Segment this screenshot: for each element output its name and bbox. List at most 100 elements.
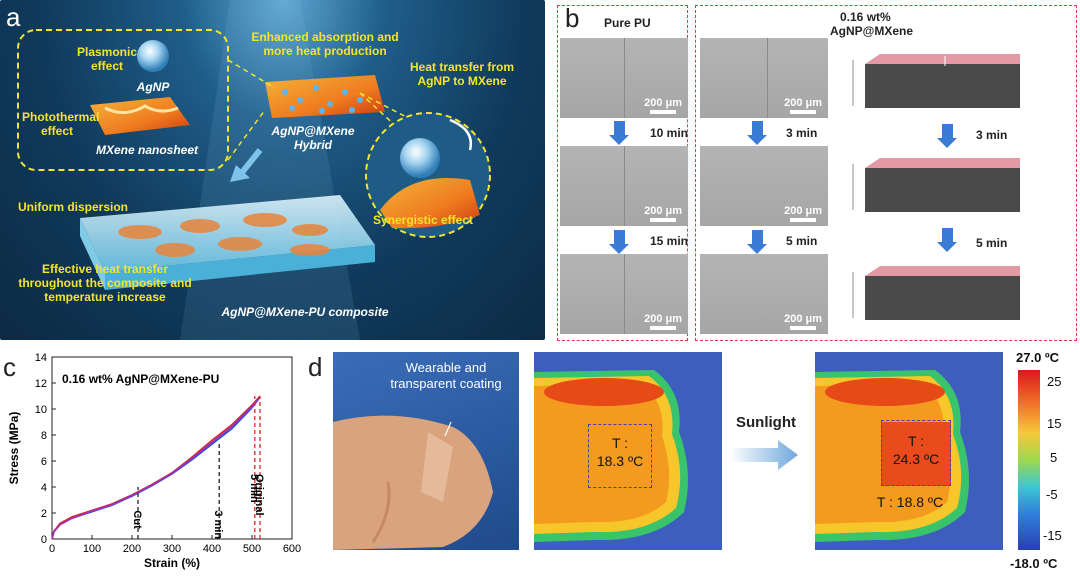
agnp-mxene-dashed-box — [17, 29, 229, 171]
y-tick-label: 12 — [35, 378, 47, 390]
colorbar-tick: 5 — [1050, 450, 1058, 465]
marker-label-1: 3 min — [212, 510, 224, 539]
scale-bar: 200 μm — [784, 205, 822, 222]
pure-pu-arrow-icon — [609, 121, 629, 145]
panel-a-schematic: a Plasmonic effect AgNP Photothermal eff… — [0, 0, 545, 340]
agnp-sphere-icon — [137, 40, 169, 72]
pure-pu-micrograph-0min: 200 μm — [560, 38, 688, 118]
pure-pu-micrograph-15min: 200 μm — [560, 254, 688, 334]
panel-a-letter: a — [6, 2, 21, 32]
synergistic-effect-label: Synergistic effect — [372, 213, 474, 227]
temp-before-value: 18.3 ºC — [596, 453, 644, 469]
panel-c-letter: c — [3, 352, 16, 382]
pure-pu-time-1: 10 min — [650, 126, 689, 140]
mx-time-2: 5 min — [786, 234, 818, 248]
y-tick-label: 2 — [41, 508, 47, 520]
x-tick-label: 400 — [203, 543, 221, 555]
heat-transfer-label: Heat transfer from AgNP to MXene — [409, 60, 515, 88]
marker-label-2: 5 min — [248, 474, 260, 503]
colorbar — [1018, 370, 1040, 550]
sunlight-arrow-icon — [730, 440, 798, 470]
y-tick-label: 4 — [41, 482, 47, 494]
height-profile-5min — [852, 266, 1020, 320]
series-line-0 — [51, 396, 261, 540]
hybrid-sheet-icon — [265, 75, 385, 118]
temp-outside-label: T : 18.8 ºC — [876, 494, 944, 510]
hybrid-particles — [282, 85, 363, 114]
scale-bar: 200 μm — [644, 97, 682, 114]
scale-bar: 200 μm — [644, 205, 682, 222]
plasmonic-effect-label: Plasmonic effect — [76, 45, 138, 73]
mx-arrow-icon — [747, 121, 767, 145]
x-tick-label: 500 — [243, 543, 261, 555]
temp-before-label: T : 18.3 ºC — [588, 434, 652, 470]
temp-before-prefix: T : — [611, 435, 629, 451]
colorbar-tick: 15 — [1047, 416, 1062, 431]
colorbar-tick: -15 — [1043, 528, 1062, 543]
y-tick-label: 8 — [41, 430, 47, 442]
pure-pu-arrow-icon — [609, 230, 629, 254]
height-arrow-icon — [937, 228, 957, 252]
temp-after-value: 24.3 ºC — [892, 451, 940, 467]
mx-title-line2: AgNP@MXene — [830, 24, 914, 38]
colorbar-min: -18.0 ºC — [1010, 556, 1058, 571]
photothermal-effect-label: Photothermal effect — [22, 110, 100, 138]
scale-bar: 200 μm — [784, 313, 822, 330]
measurement-box-before — [588, 424, 652, 488]
pure-pu-title: Pure PU — [604, 16, 651, 30]
height-profile-3min — [852, 158, 1020, 212]
chart-title: 0.16 wt% AgNP@MXene-PU — [62, 372, 219, 386]
mx-time-1: 3 min — [786, 126, 818, 140]
thermal-image-before: T : 18.3 ºC — [534, 352, 722, 550]
scale-bar: 200 μm — [784, 97, 822, 114]
marker-label-0: Cut — [131, 510, 143, 529]
x-tick-label: 300 — [163, 543, 181, 555]
y-tick-label: 0 — [41, 534, 47, 546]
thermal-image-after: T : 24.3 ºC T : 18.8 ºC — [815, 352, 1003, 550]
dispersion-arrow-icon — [237, 148, 263, 177]
box-time-2: 5 min — [976, 236, 1008, 250]
x-axis-label: Strain (%) — [144, 556, 200, 570]
heat-transfer-arrow-icon — [449, 118, 473, 151]
composite-dispersed-particles — [118, 213, 330, 257]
height-arrow-icon — [937, 124, 957, 148]
series-line-2 — [51, 396, 261, 540]
mxene-nanosheet-label: MXene nanosheet — [95, 143, 199, 157]
hybrid-label: AgNP@MXene Hybrid — [271, 124, 355, 152]
pure-pu-time-2: 15 min — [650, 234, 689, 248]
colorbar-max: 27.0 ºC — [1016, 350, 1060, 365]
colorbar-tick: 25 — [1047, 374, 1062, 389]
mx-micrograph-3min: 200 μm — [700, 146, 828, 226]
transparent-coating-patch — [421, 432, 453, 502]
mxene-nanosheet-icon — [90, 97, 190, 135]
mx-arrow-icon — [747, 230, 767, 254]
measurement-box-after — [881, 420, 951, 486]
composite-slab-icon — [80, 195, 375, 272]
hand-photo: Wearable and transparent coating — [333, 352, 519, 550]
agnp-zoom-sphere-icon — [400, 138, 440, 178]
y-tick-label: 14 — [35, 352, 47, 364]
x-tick-label: 0 — [49, 543, 55, 555]
mx-title-line1: 0.16 wt% — [840, 10, 891, 24]
x-tick-label: 200 — [123, 543, 141, 555]
agnp-mxene-dashed-frame — [695, 5, 1077, 341]
height-profile-0min — [852, 54, 1020, 108]
y-axis-label: Stress (MPa) — [7, 412, 21, 485]
uniform-dispersion-label: Uniform dispersion — [18, 200, 129, 214]
x-tick-label: 600 — [283, 543, 301, 555]
panel-a-illustration — [17, 0, 491, 340]
mx-micrograph-0min: 200 μm — [700, 38, 828, 118]
series-line-1 — [51, 395, 261, 540]
wearable-coating-label: Wearable and transparent coating — [390, 360, 502, 391]
effective-heat-transfer-label: Effective heat transfer throughout the c… — [18, 262, 192, 304]
mx-micrograph-5min: 200 μm — [700, 254, 828, 334]
composite-label: AgNP@MXene-PU composite — [221, 305, 389, 319]
y-tick-label: 6 — [41, 456, 47, 468]
colorbar-tick: -5 — [1046, 487, 1058, 502]
marker-label-3: Original — [253, 474, 265, 516]
sunlight-label: Sunlight — [736, 414, 796, 431]
panel-b-letter: b — [565, 3, 580, 33]
pure-pu-micrograph-10min: 200 μm — [560, 146, 688, 226]
x-tick-label: 100 — [83, 543, 101, 555]
